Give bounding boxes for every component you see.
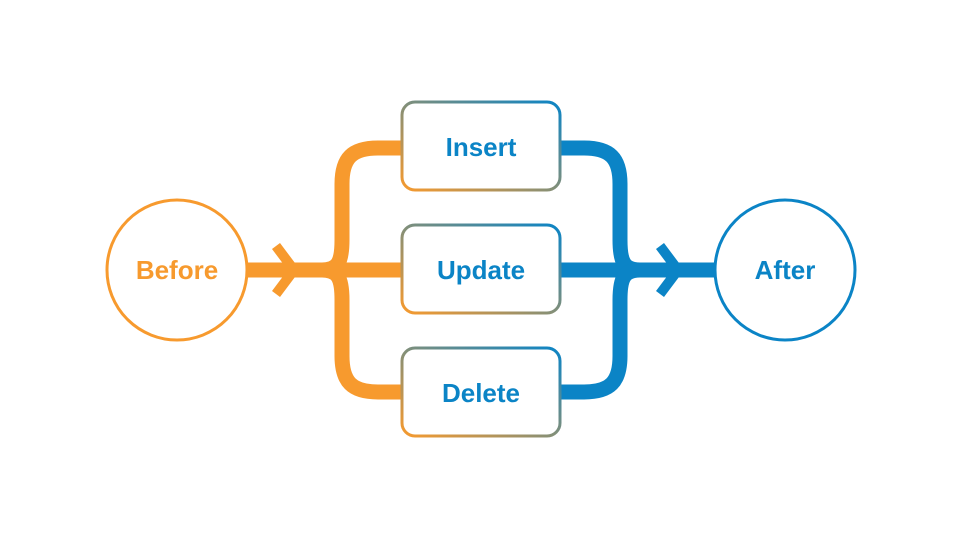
operation-delete-label: Delete	[442, 378, 520, 408]
connector-branch-delete	[321, 262, 404, 400]
after-node: After	[713, 198, 857, 342]
operation-insert-label: Insert	[446, 132, 517, 162]
connector-merge-delete	[558, 262, 641, 400]
after-label: After	[755, 255, 816, 285]
operation-update: Update	[400, 223, 562, 315]
connector-merge-insert	[558, 140, 641, 278]
connector-branch-insert	[321, 140, 404, 278]
arrow-right-icon	[656, 243, 685, 297]
right-connectors	[558, 140, 716, 400]
before-node: Before	[105, 198, 249, 342]
before-label: Before	[136, 255, 218, 285]
operation-insert: Insert	[400, 100, 562, 192]
arrow-right-icon	[272, 243, 301, 297]
left-connectors	[248, 140, 404, 400]
operation-update-label: Update	[437, 255, 525, 285]
operation-delete: Delete	[400, 346, 562, 438]
